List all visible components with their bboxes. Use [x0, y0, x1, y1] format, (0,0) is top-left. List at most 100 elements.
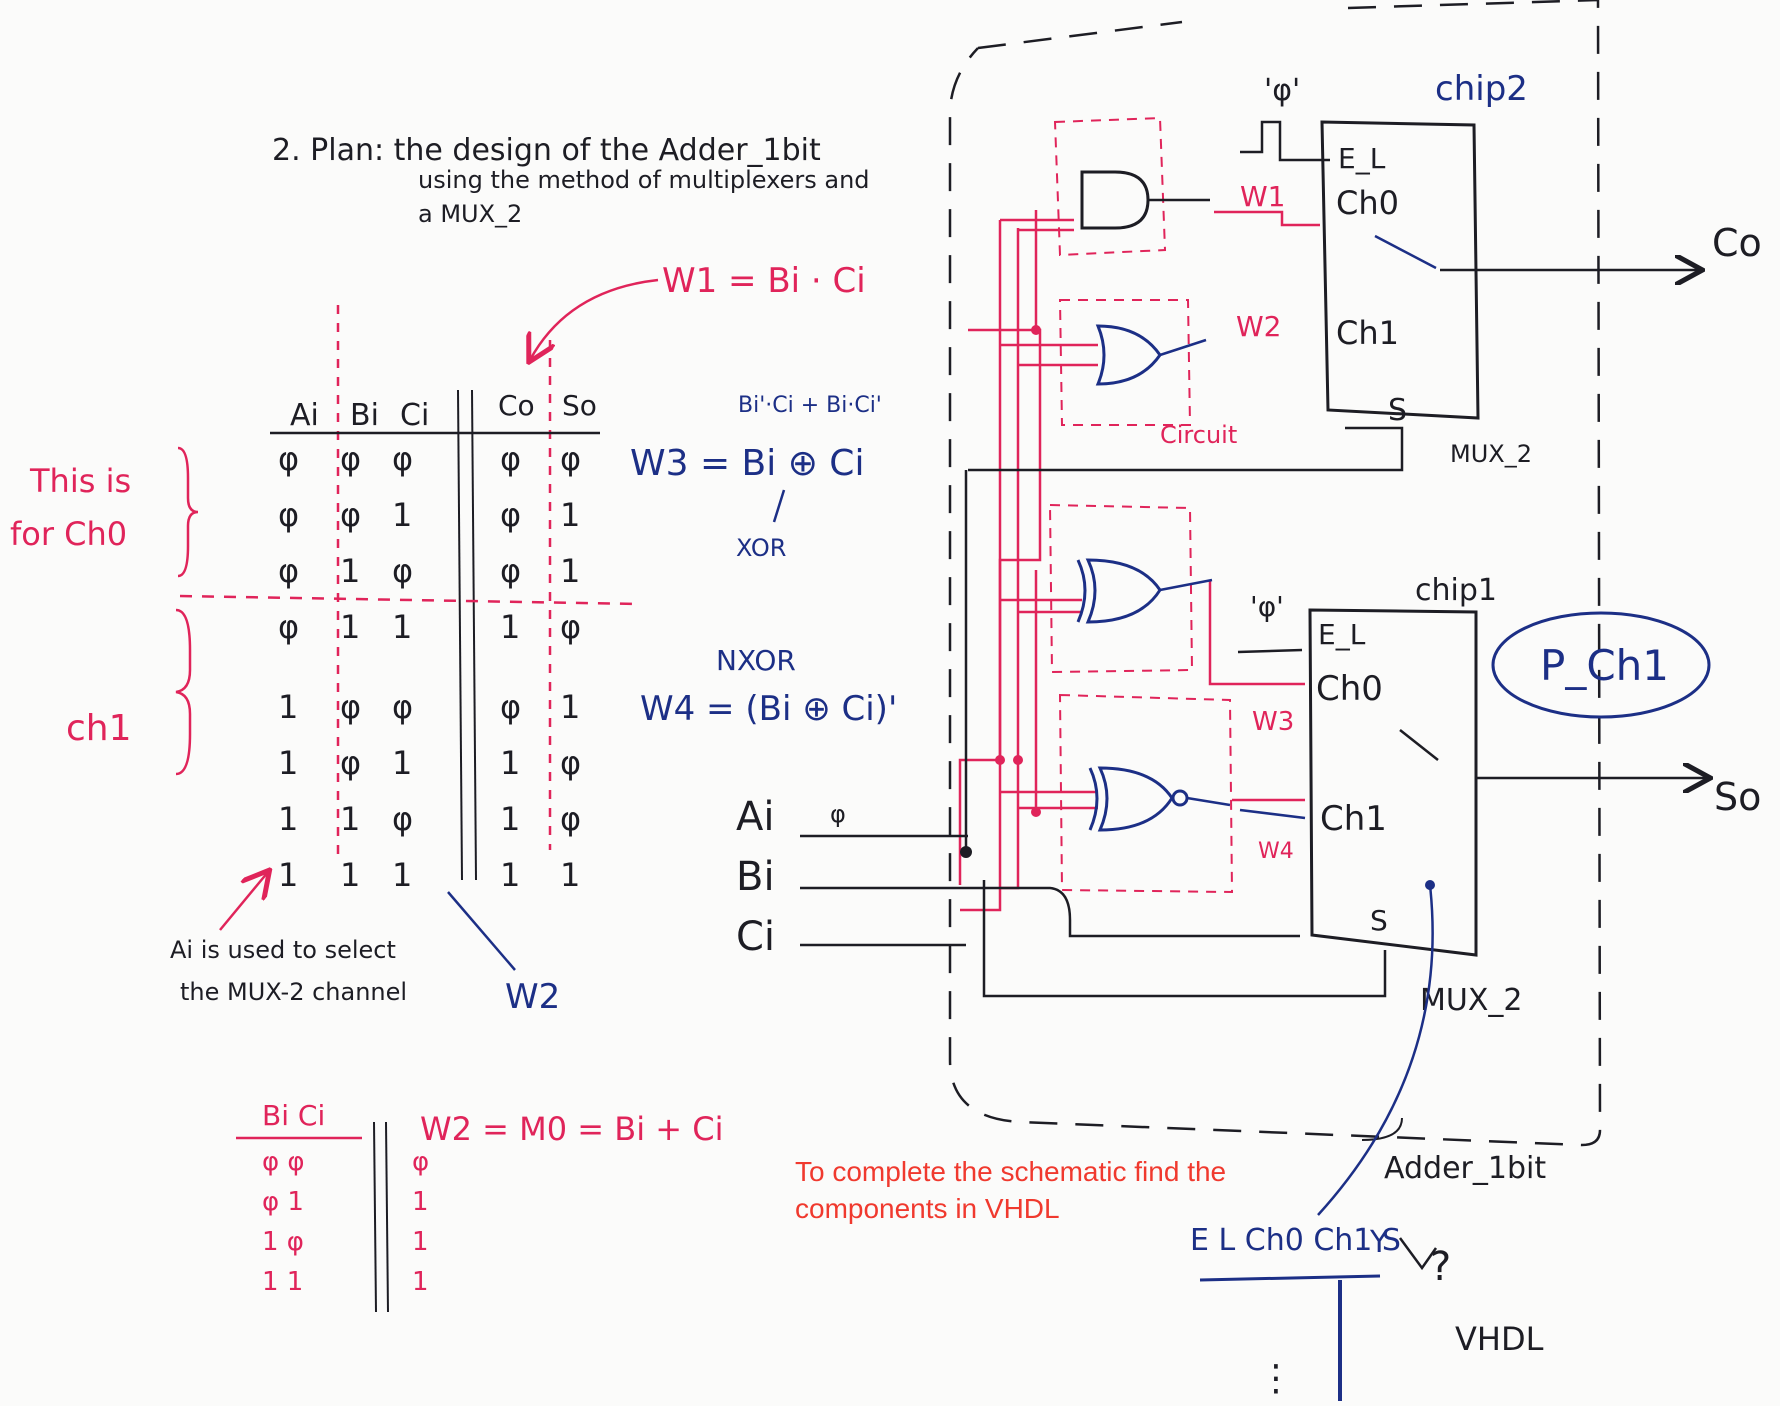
truth-table-cell: φ: [500, 688, 521, 726]
plan-line-3: a MUX_2: [418, 200, 522, 228]
truth-table-cell: φ: [500, 440, 521, 478]
w2-pointer: W2: [447, 891, 560, 1017]
truth-table-cell: φ: [500, 496, 521, 534]
bottom-table-y: Y: [1369, 1225, 1389, 1260]
xnor-gate: [1088, 766, 1174, 832]
chip1-mux-label: MUX_2: [1420, 983, 1522, 1018]
truth-table-cell: 1: [340, 608, 360, 646]
truth-table-cell: φ: [278, 440, 299, 478]
input-ai: Ai: [736, 794, 774, 840]
chip2-enable-zero: 'φ': [1264, 73, 1300, 108]
or-table-header: Bi Ci: [262, 1099, 325, 1132]
chip1-ch0: Ch0: [1316, 669, 1383, 709]
truth-table-cell: 1: [392, 608, 412, 646]
or-truth-table: Bi Ci W2 = M0 = Bi + Ci φ φ φ φ 1 1 1 φ 1 1 1 1: [236, 1099, 724, 1313]
truth-table-cell: φ: [392, 800, 413, 838]
chip2-mux-label: MUX_2: [1450, 440, 1532, 468]
truth-table-cell: φ: [392, 688, 413, 726]
or-table-output: φ: [412, 1147, 429, 1177]
ch0-note-line-1: This is: [29, 462, 131, 500]
co-output: Co: [1712, 221, 1762, 265]
w3-equation: W3 = Bi ⊕ Ci: [630, 443, 864, 484]
input-bi: Bi: [736, 854, 775, 900]
chip1-label: chip1: [1415, 573, 1497, 608]
plan-line-1: 2. Plan: the design of the Adder_1bit: [272, 133, 821, 168]
truth-table-cell: 1: [560, 496, 580, 534]
adder-label: Adder_1bit: [1384, 1151, 1546, 1186]
or-table-input: 1 1: [262, 1267, 303, 1297]
input-signals: Ai φ Bi Ci: [736, 470, 1300, 960]
or-table-input: φ 1: [262, 1187, 304, 1217]
ai-note-line-1: Ai is used to select: [170, 936, 396, 964]
col-ai: Ai: [290, 398, 319, 433]
or-table-output: 1: [412, 1227, 429, 1257]
chip2-s: S: [1388, 393, 1407, 428]
pch1-ellipse: [1491, 611, 1711, 719]
w3-expansion: Bi'·Ci + Bi·Ci': [738, 393, 882, 418]
truth-table-cell: 1: [278, 688, 298, 726]
col-ci: Ci: [400, 398, 429, 433]
bottom-table: E L Ch0 Ch1 S Y ⋮ ? VHDL: [1190, 1223, 1544, 1401]
or-table-input: 1 φ: [262, 1227, 304, 1257]
plan-text: 2. Plan: the design of the Adder_1bit us…: [272, 133, 870, 228]
col-so: So: [562, 389, 597, 422]
truth-table-cell: 1: [560, 688, 580, 726]
truth-table-cell: 1: [560, 552, 580, 590]
truth-table-cell: 1: [340, 800, 360, 838]
nxor-label: NXOR: [716, 644, 796, 677]
ch1-note: ch1: [66, 608, 192, 776]
pch1-label: P_Ch1: [1540, 641, 1669, 690]
w4-wire-label: W4: [1258, 839, 1294, 864]
truth-table-cell: φ: [340, 440, 361, 478]
truth-table-cell: φ: [560, 744, 581, 782]
instruction-caption: To complete the schematic find the compo…: [795, 1156, 1227, 1224]
truth-table-cell: 1: [560, 856, 580, 894]
mux-chip2: chip2 'φ' E_L Ch0 Ch1 Co S MUX_2: [968, 69, 1762, 472]
truth-table-cell: 1: [392, 744, 412, 782]
input-ci: Ci: [736, 914, 775, 960]
chip2-ch1: Ch1: [1336, 314, 1399, 352]
truth-table-cell: φ: [278, 552, 299, 590]
ch1-note-label: ch1: [66, 708, 132, 749]
truth-table-cell: 1: [500, 800, 520, 838]
adder-boundary: [948, 0, 1602, 1147]
mux-chip1: chip1 'φ' E_L Ch0 Ch1 So S MUX_2: [982, 573, 1761, 1018]
input-ai-zero: φ: [830, 800, 846, 828]
or-table-output: 1: [412, 1187, 429, 1217]
xor-gate: [1076, 558, 1162, 624]
or-table-input: φ φ: [262, 1147, 305, 1177]
chip2-ch0: Ch0: [1336, 184, 1399, 222]
or-table-output: 1: [412, 1267, 429, 1297]
w3-wire-label: W3: [1252, 707, 1294, 737]
bottom-question: ?: [1430, 1244, 1451, 1290]
equation-w4: NXOR W4 = (Bi ⊕ Ci)': [640, 644, 897, 729]
equation-w1: W1 = Bi · Ci: [530, 261, 866, 360]
w2-label: W2: [505, 977, 560, 1017]
or-table-rows: φ φ φ φ 1 1 1 φ 1 1 1 1: [262, 1147, 429, 1297]
equation-w3: Bi'·Ci + Bi·Ci' W3 = Bi ⊕ Ci XOR: [630, 393, 882, 562]
w1-wire-label: W1: [1240, 180, 1286, 213]
bottom-vhdl: VHDL: [1455, 1320, 1544, 1358]
plan-line-2: using the method of multiplexers and: [418, 166, 870, 194]
chip1-el: E_L: [1318, 618, 1366, 651]
bottom-table-header: E L Ch0 Ch1 S: [1190, 1223, 1401, 1258]
truth-table-cell: φ: [560, 608, 581, 646]
truth-table-cell: φ: [340, 688, 361, 726]
col-co: Co: [498, 389, 535, 422]
truth-table-cell: 1: [392, 856, 412, 894]
truth-table-cell: 1: [278, 856, 298, 894]
truth-table-cell: 1: [500, 608, 520, 646]
chip2-el: E_L: [1338, 142, 1386, 175]
so-output: So: [1714, 775, 1761, 819]
ch0-note-line-2: for Ch0: [10, 515, 127, 553]
xor-label: XOR: [736, 534, 786, 562]
chip1-enable-zero: 'φ': [1250, 590, 1284, 623]
truth-table-cell: 1: [340, 552, 360, 590]
truth-table-cell: φ: [340, 496, 361, 534]
or-table-equation: W2 = M0 = Bi + Ci: [420, 1110, 724, 1148]
truth-table-cell: 1: [500, 856, 520, 894]
w1-equation: W1 = Bi · Ci: [662, 261, 866, 301]
